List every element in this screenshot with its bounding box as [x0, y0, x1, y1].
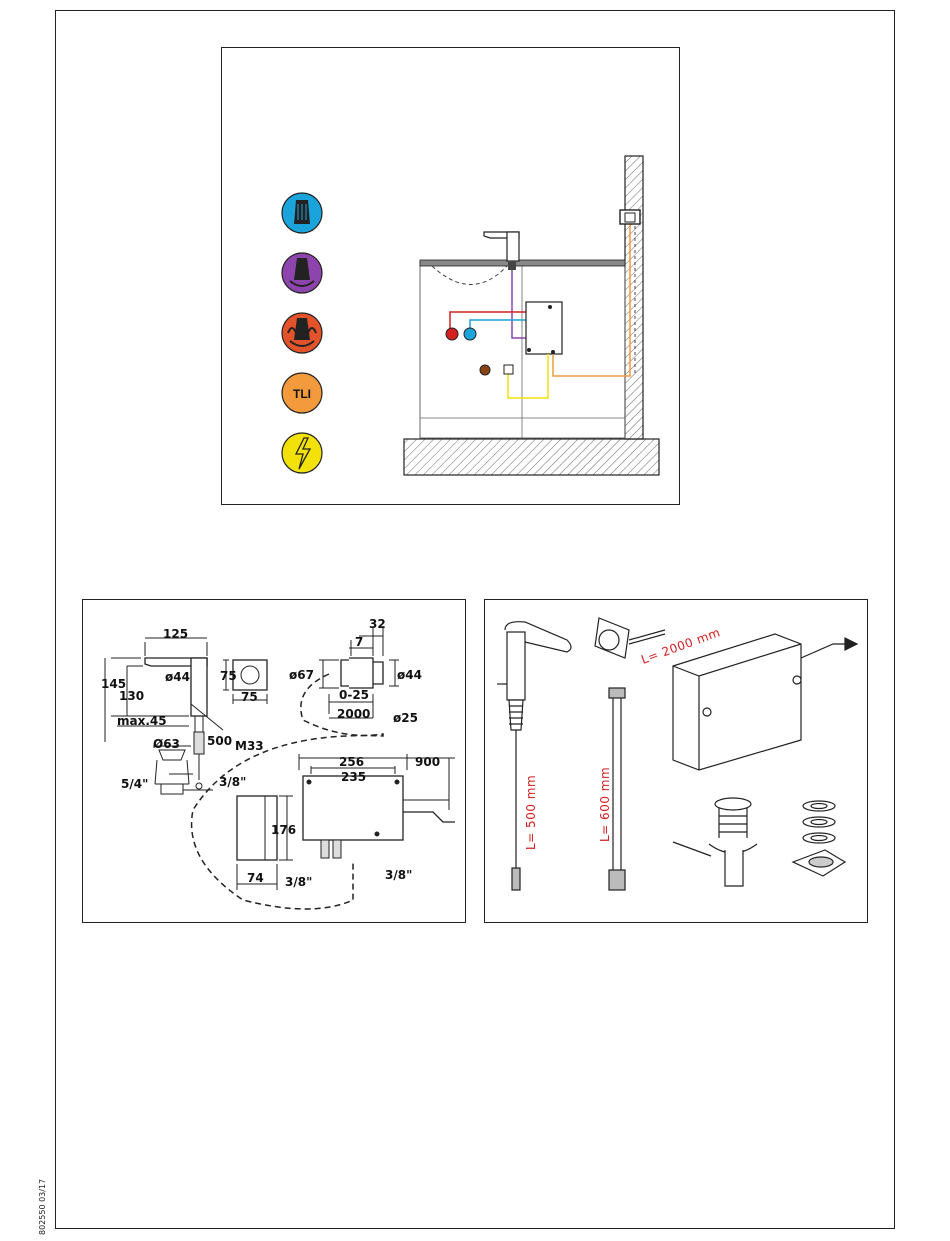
dim-0-25: 0-25	[339, 688, 369, 702]
parts-drawing: L= 500 mm L= 600 mm L= 2000 mm	[485, 600, 869, 924]
lightning-icon	[282, 433, 322, 473]
hot-pipe	[450, 312, 526, 330]
dim-125: 125	[163, 627, 188, 641]
dim-dia63: Ø63	[153, 737, 180, 751]
hot-water-icon	[282, 313, 322, 353]
dim-thread-38-unit-left: 3/8"	[285, 875, 312, 889]
faucet-rod-length: L= 500 mm	[524, 775, 538, 850]
dimension-drawing: 125 145 130 ø44 75 75 max.45 500 M33 Ø63…	[83, 600, 467, 924]
dim-dia67: ø67	[289, 668, 314, 682]
tli-icon: TLI	[282, 373, 322, 413]
dim-thread-38-faucet: 3/8"	[219, 775, 246, 789]
dimensions-panel: 125 145 130 ø44 75 75 max.45 500 M33 Ø63…	[82, 599, 466, 923]
dim-dia44: ø44	[165, 670, 190, 684]
mixed-pipe	[512, 270, 526, 338]
dim-176: 176	[271, 823, 296, 837]
dim-75-horizontal: 75	[241, 690, 258, 704]
cold-pipe	[470, 320, 526, 330]
hot-valve	[446, 328, 458, 340]
dim-256: 256	[339, 755, 364, 769]
drain-valve	[480, 365, 490, 375]
dim-max45: max.45	[117, 714, 167, 728]
control-box	[526, 302, 562, 354]
dim-74: 74	[247, 871, 264, 885]
tli-label: TLI	[293, 387, 311, 401]
cabinet	[420, 261, 625, 438]
dim-7: 7	[355, 635, 363, 649]
dim-thread-54: 5/4"	[121, 777, 148, 791]
dim-900: 900	[415, 755, 440, 769]
dim-32: 32	[369, 617, 386, 631]
parts-panel: L= 500 mm L= 600 mm L= 2000 mm	[484, 599, 868, 923]
dim-75-vertical: 75	[220, 669, 237, 683]
dim-235: 235	[341, 770, 366, 784]
installation-diagram-panel: TLI	[221, 47, 680, 505]
installation-diagram: TLI	[222, 48, 681, 506]
tli-cable	[553, 223, 630, 376]
cold-valve	[464, 328, 476, 340]
document-code: 802550 03/17	[38, 1179, 47, 1235]
dim-130: 130	[119, 689, 144, 703]
power-cable	[508, 354, 548, 398]
wall	[625, 156, 643, 439]
mixed-water-icon	[282, 253, 322, 293]
dim-dia25: ø25	[393, 711, 418, 725]
dim-dia44-sensor: ø44	[397, 668, 422, 682]
hose-length: L= 600 mm	[598, 767, 612, 842]
cold-water-icon	[282, 193, 322, 233]
floor	[404, 439, 659, 475]
dim-m33: M33	[235, 739, 264, 753]
power-socket	[504, 365, 513, 374]
dim-500: 500	[207, 734, 232, 748]
basin	[432, 266, 507, 285]
countertop	[420, 260, 625, 266]
dim-2000: 2000	[337, 707, 370, 721]
dim-thread-38-unit-right: 3/8"	[385, 868, 412, 882]
